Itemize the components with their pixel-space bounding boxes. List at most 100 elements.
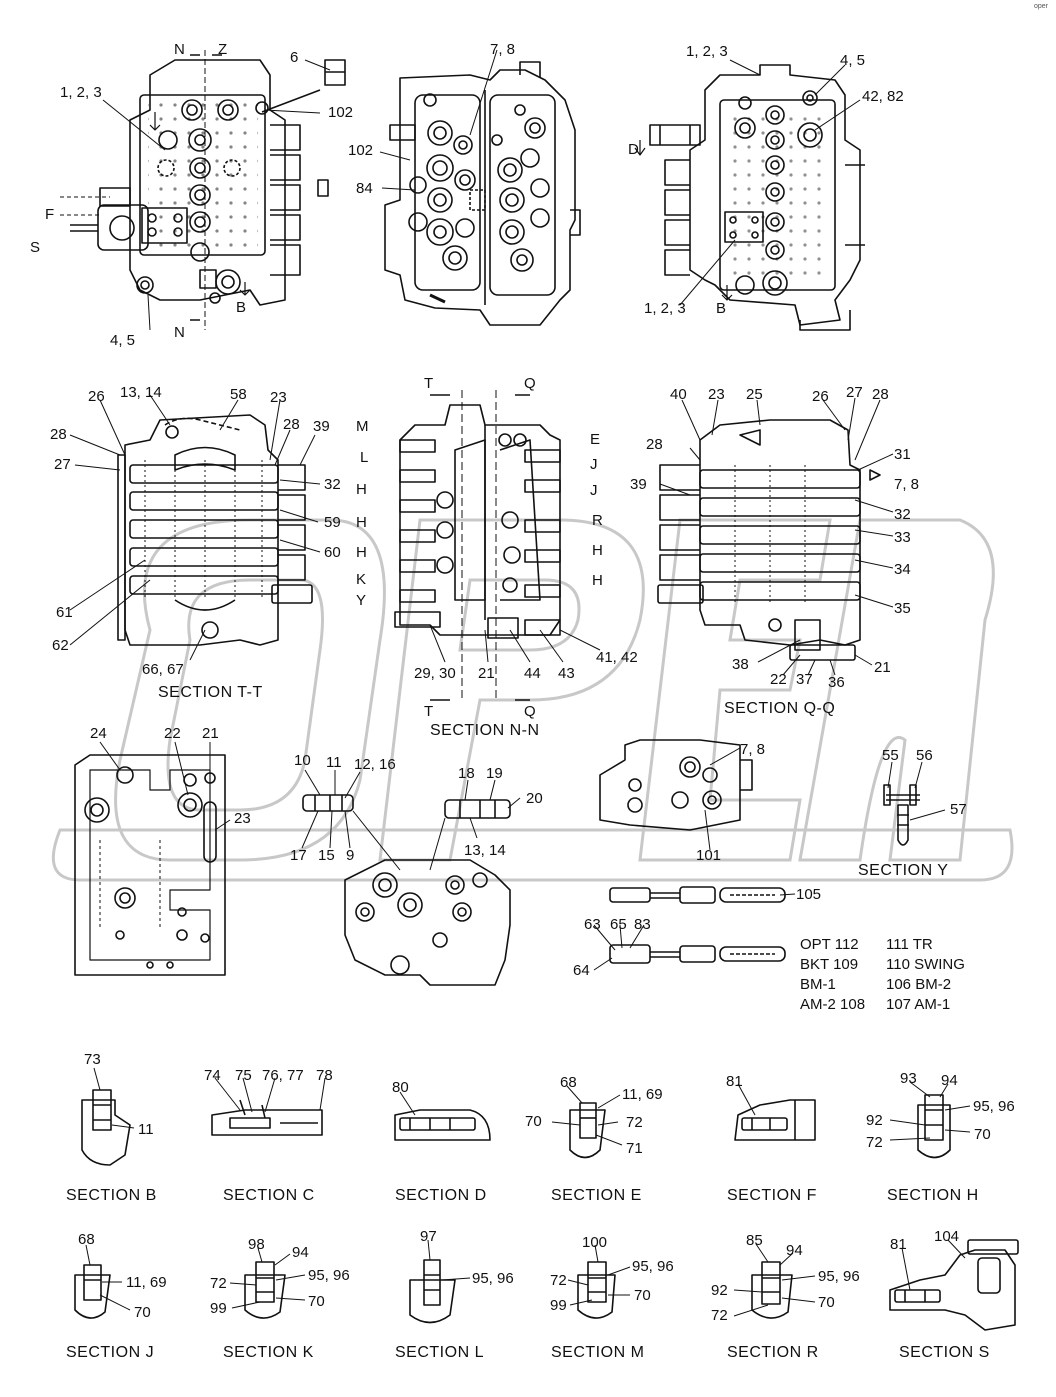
part-label-o4: 83 bbox=[634, 916, 651, 933]
part-label-q12: 33 bbox=[894, 529, 911, 546]
part-label-t5: 28 bbox=[283, 416, 300, 433]
view-spools-small bbox=[302, 794, 511, 986]
part-label-se5: 71 bbox=[626, 1140, 643, 1157]
section-k-drawing bbox=[244, 1261, 286, 1319]
part-label-n20: 41, 42 bbox=[596, 649, 638, 666]
part-label-sc1: 74 bbox=[204, 1067, 221, 1084]
part-label-m10: 13, 14 bbox=[464, 842, 506, 859]
view-rear-right bbox=[634, 64, 865, 331]
part-label-sb2: 11 bbox=[138, 1121, 154, 1138]
part-label-a3: 6 bbox=[290, 49, 299, 66]
part-label-sk5: 70 bbox=[308, 1293, 325, 1310]
part-label-n14: H bbox=[592, 542, 603, 559]
part-label-n11: J bbox=[590, 456, 598, 473]
part-label-sf1: 81 bbox=[726, 1073, 743, 1090]
part-label-sk6: 99 bbox=[210, 1300, 227, 1317]
part-label-o2: 63 bbox=[584, 916, 601, 933]
part-label-y3: 57 bbox=[950, 801, 967, 818]
part-label-sj2: 11, 69 bbox=[126, 1274, 167, 1291]
section-j-title: SECTION J bbox=[66, 1344, 155, 1361]
section-tt-drawing bbox=[117, 414, 313, 646]
part-label-n10: E bbox=[590, 431, 601, 448]
section-k-title: SECTION K bbox=[223, 1344, 314, 1361]
part-label-a5: 102 bbox=[328, 104, 354, 121]
part-label-sr1: 85 bbox=[746, 1232, 763, 1249]
part-label-n22: Q bbox=[524, 703, 536, 720]
part-label-sl1: 97 bbox=[420, 1228, 437, 1245]
part-label-c2: 4, 5 bbox=[840, 52, 866, 69]
leader-lines bbox=[69, 49, 971, 1317]
part-label-t2: 13, 14 bbox=[120, 384, 162, 401]
part-label-sc2: 75 bbox=[235, 1067, 252, 1084]
part-label-sj1: 68 bbox=[78, 1231, 95, 1248]
section-j-drawing bbox=[74, 1264, 111, 1319]
part-label-n9: Y bbox=[356, 592, 367, 609]
part-label-sr2: 94 bbox=[786, 1242, 803, 1259]
part-label-n12: J bbox=[590, 482, 598, 499]
part-label-ss1: 81 bbox=[890, 1236, 907, 1253]
section-c-drawing bbox=[211, 1099, 323, 1136]
view-front-left bbox=[60, 50, 346, 330]
section-d-title: SECTION D bbox=[395, 1187, 487, 1204]
part-label-a4: 1, 2, 3 bbox=[60, 84, 102, 101]
part-label-p4: 23 bbox=[234, 810, 251, 827]
part-label-q11: 32 bbox=[894, 506, 911, 523]
part-label-b1: 7, 8 bbox=[490, 41, 516, 58]
part-label-q6: 28 bbox=[872, 386, 889, 403]
part-label-m3: 12, 16 bbox=[354, 756, 396, 773]
part-label-a10: 4, 5 bbox=[110, 332, 136, 349]
part-label-y1: 55 bbox=[882, 747, 899, 764]
part-label-sh6: 72 bbox=[866, 1134, 883, 1151]
section-f-title: SECTION F bbox=[727, 1187, 817, 1204]
watermark-mark: oper bbox=[1033, 3, 1048, 10]
section-r-drawing bbox=[751, 1261, 793, 1319]
part-label-n6: H bbox=[356, 514, 367, 531]
section-m-drawing bbox=[577, 1261, 616, 1319]
part-label-m4: 17 bbox=[290, 847, 307, 864]
part-label-c4: D bbox=[628, 141, 639, 158]
part-label-sk4: 72 bbox=[210, 1275, 227, 1292]
section-l-title: SECTION L bbox=[395, 1344, 484, 1361]
section-tt-title: SECTION T-T bbox=[158, 684, 263, 701]
part-label-sb1: 73 bbox=[84, 1051, 101, 1068]
section-qq-drawing bbox=[657, 419, 881, 661]
part-label-o3: 65 bbox=[610, 916, 627, 933]
part-label-q5: 27 bbox=[846, 384, 863, 401]
section-h-drawing bbox=[917, 1094, 951, 1159]
part-label-t9: 32 bbox=[324, 476, 341, 493]
part-label-n5: H bbox=[356, 481, 367, 498]
part-label-m2: 11 bbox=[326, 754, 342, 771]
part-label-se1: 68 bbox=[560, 1074, 577, 1091]
part-label-q15: 38 bbox=[732, 656, 749, 673]
part-label-n13: R bbox=[592, 512, 603, 529]
part-label-q17: 37 bbox=[796, 671, 813, 688]
legend-bkt: BKT 109 bbox=[800, 956, 859, 973]
section-l-drawing bbox=[409, 1259, 456, 1324]
part-label-p3: 21 bbox=[202, 725, 219, 742]
part-label-sc4: 78 bbox=[316, 1067, 333, 1084]
legend-tr: 111 TR bbox=[886, 936, 933, 953]
part-label-n21: T bbox=[424, 703, 434, 720]
part-label-n4: L bbox=[360, 449, 369, 466]
legend-opt: OPT 112 bbox=[800, 936, 859, 953]
part-label-t13: 62 bbox=[52, 637, 69, 654]
legend-am2: AM-2 108 bbox=[800, 996, 866, 1013]
part-label-q14: 35 bbox=[894, 600, 911, 617]
part-label-q2: 23 bbox=[708, 386, 725, 403]
legend-bm1: BM-1 bbox=[800, 976, 836, 993]
part-label-q19: 21 bbox=[874, 659, 891, 676]
part-label-v2: 101 bbox=[696, 847, 722, 864]
part-label-sk3: 95, 96 bbox=[308, 1267, 350, 1284]
part-label-q10: 39 bbox=[630, 476, 647, 493]
view-small-valve bbox=[599, 739, 753, 831]
part-label-t4: 23 bbox=[270, 389, 287, 406]
part-label-c6: B bbox=[716, 300, 727, 317]
legend-swing: 110 SWING bbox=[886, 956, 965, 973]
section-nn-drawing bbox=[394, 390, 561, 701]
part-label-b3: 84 bbox=[356, 180, 373, 197]
oper-watermark bbox=[51, 518, 1014, 882]
part-label-m5: 15 bbox=[318, 847, 335, 864]
part-label-a8: B bbox=[236, 299, 247, 316]
part-label-q13: 34 bbox=[894, 561, 911, 578]
